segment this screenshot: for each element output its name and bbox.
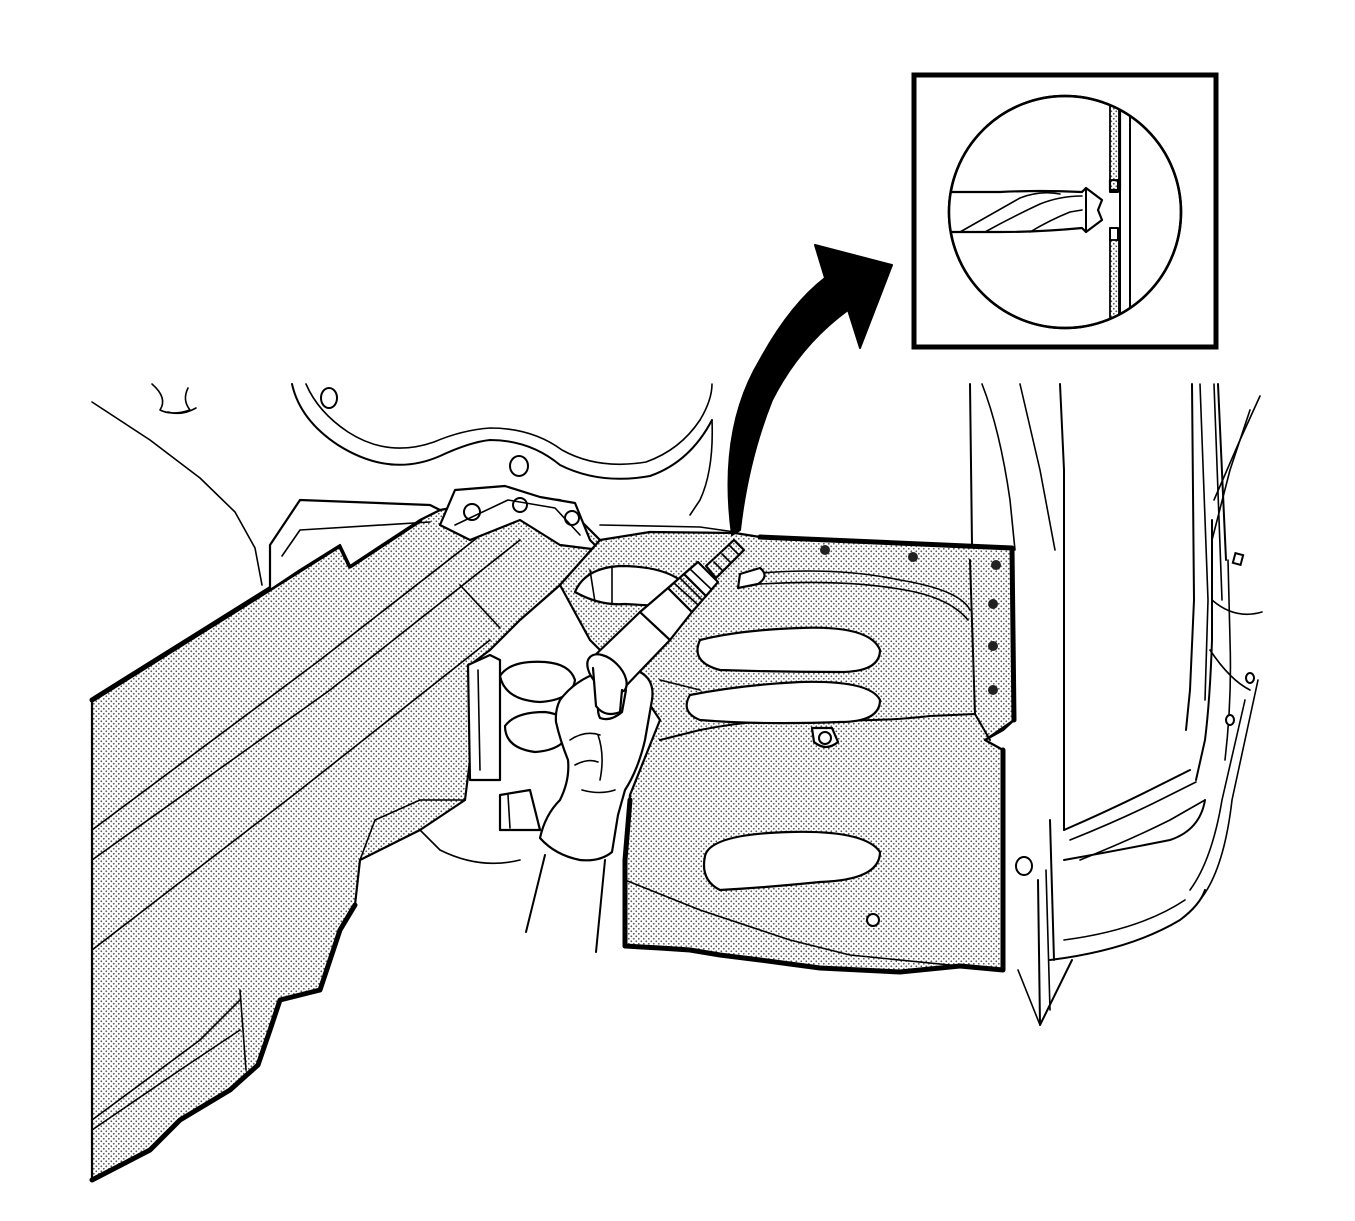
rail-bracket: [438, 484, 736, 552]
drill-icon: [586, 538, 746, 721]
drill-access-opening: [466, 564, 766, 832]
rear-body-structure: [91, 383, 1263, 1026]
rear-floor-panel: [558, 530, 1017, 975]
drill-bit-detail-icon: [911, 72, 1219, 350]
curved-arrow-icon: [727, 244, 893, 536]
side-rail-panel: [89, 496, 602, 1183]
